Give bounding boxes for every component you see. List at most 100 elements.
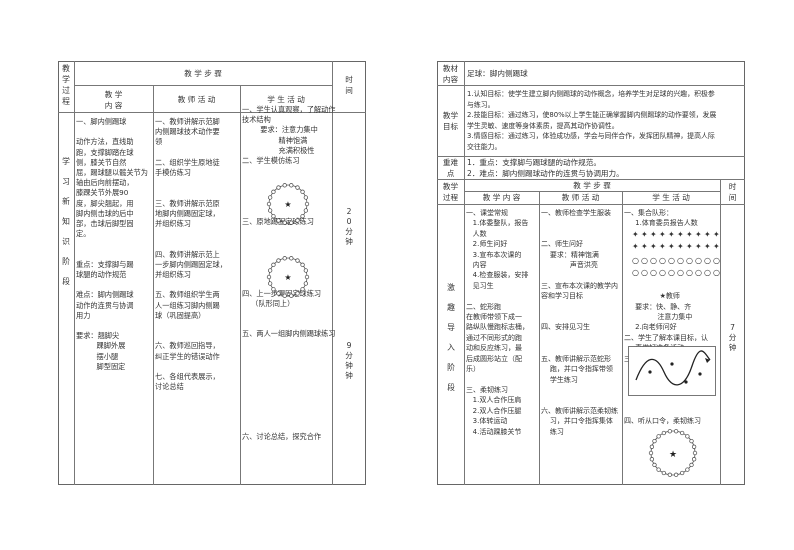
formation-marker: ✦ (713, 230, 720, 239)
formation-marker: ✦ (686, 230, 693, 239)
time-header: 时 间 (345, 75, 353, 95)
student-marker (652, 438, 657, 444)
formation-marker: ○ (650, 256, 657, 265)
steps-header: 教 学 步 骤 (573, 181, 611, 190)
teacher-header: 教 师 活 动 (561, 193, 600, 202)
student-marker (689, 438, 694, 444)
stage-label: 激 趣 导 入 阶 段 (447, 283, 455, 392)
formation-marker: ○ (686, 268, 693, 277)
student-marker (295, 258, 300, 263)
student-marker (282, 220, 287, 225)
formation-marker: ○ (650, 268, 657, 277)
student-marker (295, 291, 300, 296)
student-marker (656, 434, 661, 439)
formation-marker: ✦ (632, 242, 639, 251)
student-marker (652, 462, 657, 468)
formation-marker: ○ (704, 256, 711, 265)
formation-marker: ○ (668, 268, 675, 277)
key-points-label: 重难 点 (442, 158, 459, 178)
student-marker (267, 281, 273, 286)
material-value: 足球：脚内侧踢球 (467, 69, 528, 78)
right-col-divider (464, 61, 465, 485)
formation-marker: ✦ (695, 242, 702, 251)
formation-marker: ○ (686, 256, 693, 265)
svg-text:★: ★ (284, 273, 291, 282)
right-step-divider (464, 191, 720, 192)
right-col-divider (539, 191, 540, 485)
student-marker (304, 201, 310, 207)
formation-marker: ○ (713, 268, 720, 277)
student-marker (667, 472, 673, 477)
right-row-divider (437, 156, 745, 157)
student-marker (679, 470, 685, 476)
student-marker (300, 262, 305, 267)
student-marker (271, 214, 276, 219)
student-marker (303, 281, 309, 286)
formation-marker: ✦ (686, 242, 693, 251)
circle-formation-diagram: ★ (266, 183, 310, 225)
left-col-divider (332, 61, 333, 485)
student-marker (289, 220, 294, 225)
formation-marker: ✦ (659, 230, 666, 239)
formation-marker: ○ (677, 268, 684, 277)
formation-marker: ✦ (668, 242, 675, 251)
student-marker (276, 218, 281, 223)
student-marker (266, 201, 272, 207)
right-header-divider (437, 204, 745, 205)
student-marker (649, 444, 655, 449)
formation-marker: ✦ (677, 230, 684, 239)
student-marker (656, 467, 661, 472)
student-marker (267, 208, 273, 213)
student-marker (304, 274, 310, 280)
stage-label: 学 习 新 知 识 阶 段 (62, 157, 70, 286)
formation-marker: ✦ (641, 242, 648, 251)
formation-marker: ✦ (650, 230, 657, 239)
lesson-content-text: 一、脚内侧踢球 动作方法，直线助 跑，支撑脚踏在球 侧，膝关节自然 屈，踢球腿以… (76, 117, 148, 371)
steps-header: 教 学 步 骤 (184, 69, 222, 78)
student-marker (282, 256, 287, 261)
left-table-border (58, 61, 366, 485)
formation-marker: ✦ (695, 230, 702, 239)
right-row-divider (437, 179, 745, 180)
goal-label: 教学 目标 (442, 111, 459, 131)
student-marker (649, 457, 655, 462)
time-header: 时 间 (728, 182, 737, 202)
student-marker (276, 291, 281, 296)
left-lesson-page: 教学过程 教 学 步 骤 教 学 内 容 教 师 活 动 学 生 活 动 时 间… (58, 61, 366, 485)
circle-formation-diagram: ★ (266, 256, 310, 298)
student-marker (276, 258, 281, 263)
student-marker (689, 462, 694, 468)
student-marker (266, 274, 272, 280)
left-header-divider (58, 112, 366, 113)
student-marker (300, 287, 305, 292)
student-header: 学 生 活 动 (267, 95, 305, 104)
student-header: 学 生 活 动 (652, 193, 690, 202)
formation-marker: ○ (659, 256, 666, 265)
lesson-content-text: 一、课堂常规 1.体委整队，报告 人数 2.师生问好 3.宣布本次课的 内容 4… (466, 209, 529, 436)
right-row-divider (437, 85, 745, 86)
formation-marker: ✦ (641, 230, 648, 239)
time-value: 9 分 钟 钟 (345, 341, 353, 380)
student-marker (692, 450, 698, 456)
student-marker (300, 189, 305, 194)
left-col-divider (240, 85, 241, 485)
svg-text:★: ★ (284, 200, 291, 209)
teacher-activity-text: 一、教师讲解示范脚 内侧踢球技术动作要 领 二、组织学生原地徒 手模仿练习 三、… (155, 117, 227, 392)
formation-marker: ○ (632, 256, 639, 265)
formation-marker: ○ (695, 268, 702, 277)
formation-marker: ✦ (659, 242, 666, 251)
formation-marker: ○ (659, 268, 666, 277)
student-marker (295, 185, 300, 190)
left-col-divider (153, 85, 154, 485)
formation-marker: ✦ (632, 230, 639, 239)
student-marker (303, 208, 309, 213)
left-step-divider (74, 85, 332, 86)
formation-marker: ✦ (668, 230, 675, 239)
student-marker (295, 218, 300, 223)
teacher-header: 教 师 活 动 (177, 95, 216, 104)
time-value: 2 0 分 钟 (345, 207, 353, 246)
right-col-divider (720, 179, 721, 485)
formation-marker: ✦ (677, 242, 684, 251)
right-lesson-page: 教材 内容 足球：脚内侧踢球 教学 目标 1.认知目标：使学生建立脚内侧踢球的动… (437, 61, 745, 485)
formation-marker: ○ (677, 256, 684, 265)
